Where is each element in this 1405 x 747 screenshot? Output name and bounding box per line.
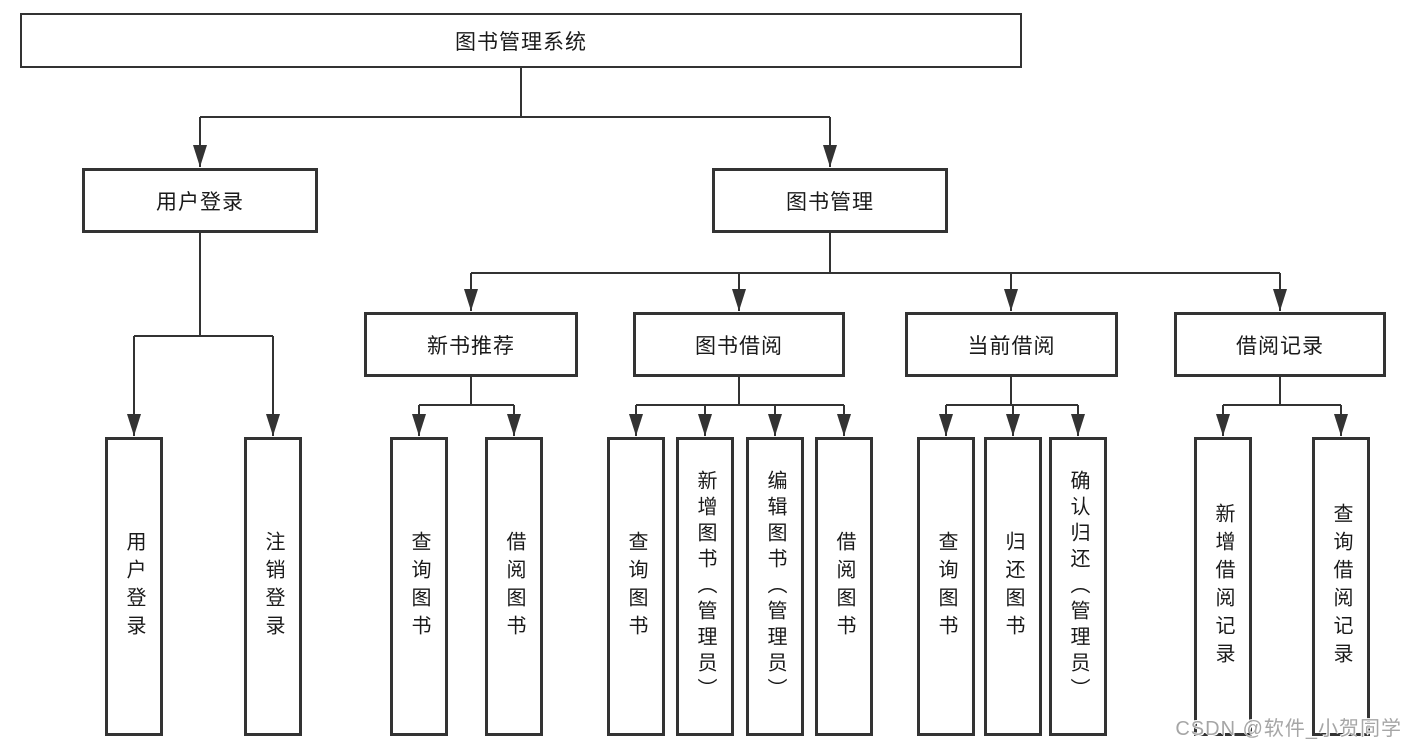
leaf-records-add: 新增借阅记录: [1194, 437, 1252, 736]
edge-bookmgmt-trunk: [471, 233, 1280, 274]
leaf-borrow-borrow-label: 借阅图书: [833, 530, 855, 643]
leaf-logout: 注销登录: [244, 437, 302, 736]
node-book-mgmt: 图书管理: [712, 168, 948, 233]
leaf-borrow-query: 查询图书: [607, 437, 665, 736]
leaf-newbooks-borrow-label: 借阅图书: [503, 530, 525, 643]
edge-records-trunk: [1223, 377, 1341, 406]
leaf-borrow-add-label: 新增图书（管理员）: [694, 469, 716, 704]
leaf-current-return-label: 归还图书: [1002, 530, 1024, 643]
node-current-borrow-label: 当前借阅: [967, 334, 1056, 358]
leaf-newbooks-borrow: 借阅图书: [485, 437, 543, 736]
node-borrow-records: 借阅记录: [1174, 312, 1386, 377]
node-book-borrow: 图书借阅: [633, 312, 845, 377]
leaf-records-query: 查询借阅记录: [1312, 437, 1370, 736]
node-new-books: 新书推荐: [364, 312, 578, 377]
node-root-label: 图书管理系统: [455, 30, 587, 54]
edge-root-trunk: [200, 68, 830, 118]
edge-userlogin-trunk: [134, 233, 273, 337]
node-book-borrow-label: 图书借阅: [695, 334, 783, 358]
node-user-login-label: 用户登录: [156, 190, 244, 214]
leaf-current-return: 归还图书: [984, 437, 1042, 736]
node-borrow-records-label: 借阅记录: [1236, 334, 1324, 358]
node-new-books-label: 新书推荐: [427, 334, 515, 358]
leaf-borrow-edit-label: 编辑图书（管理员）: [764, 469, 786, 704]
node-current-borrow: 当前借阅: [905, 312, 1118, 377]
leaf-borrow-edit: 编辑图书（管理员）: [746, 437, 804, 736]
leaf-borrow-query-label: 查询图书: [625, 530, 647, 643]
edge-current-trunk: [946, 377, 1078, 406]
leaf-records-query-label: 查询借阅记录: [1330, 502, 1352, 671]
leaf-logout-label: 注销登录: [262, 530, 284, 643]
node-root: 图书管理系统: [20, 13, 1022, 68]
leaf-borrow-add: 新增图书（管理员）: [676, 437, 734, 736]
leaf-current-confirm-label: 确认归还（管理员）: [1067, 469, 1089, 704]
leaf-records-add-label: 新增借阅记录: [1212, 502, 1234, 671]
leaf-user-login-label: 用户登录: [123, 530, 145, 643]
edge-borrow-trunk: [636, 377, 844, 406]
csdn-watermark: CSDN @软件_小贺同学: [1175, 718, 1402, 740]
leaf-current-query: 查询图书: [917, 437, 975, 736]
leaf-newbooks-query: 查询图书: [390, 437, 448, 736]
node-user-login: 用户登录: [82, 168, 318, 233]
edge-newbooks-trunk: [419, 377, 514, 406]
leaf-newbooks-query-label: 查询图书: [408, 530, 430, 643]
leaf-user-login: 用户登录: [105, 437, 163, 736]
leaf-current-query-label: 查询图书: [935, 530, 957, 643]
leaf-current-confirm: 确认归还（管理员）: [1049, 437, 1107, 736]
node-book-mgmt-label: 图书管理: [786, 190, 874, 214]
leaf-borrow-borrow: 借阅图书: [815, 437, 873, 736]
